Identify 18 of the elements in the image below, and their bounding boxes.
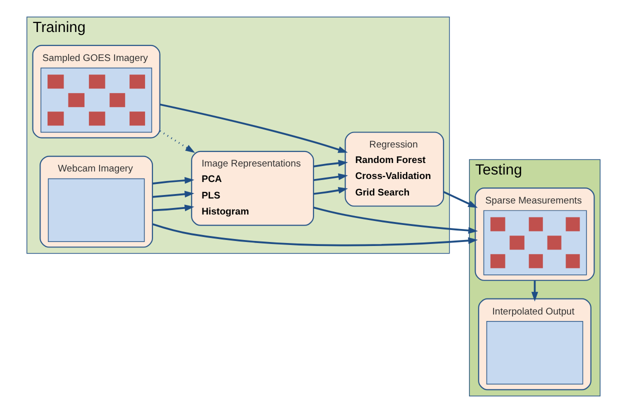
arrow [313,206,478,234]
arrow [152,223,478,246]
arrow [314,187,348,195]
arrow [160,104,348,153]
node-box: Sparse Measurements [474,187,595,281]
arrow [152,177,194,184]
arrow [160,130,196,153]
node-box: Sampled GOES Imagery [32,44,160,138]
arrow [314,173,348,182]
arrow [531,280,538,302]
node-box: Webcam Imagery [40,156,154,248]
node-box: Regression Random Forest Cross-Validation Grid Search [344,132,444,207]
arrow [313,160,348,168]
node-box: Image Representations PCA PLS Histogram [191,150,314,226]
node-box: Interpolated Output [478,298,592,390]
arrow [152,190,194,198]
arrow [152,204,194,212]
arrow [443,191,478,208]
